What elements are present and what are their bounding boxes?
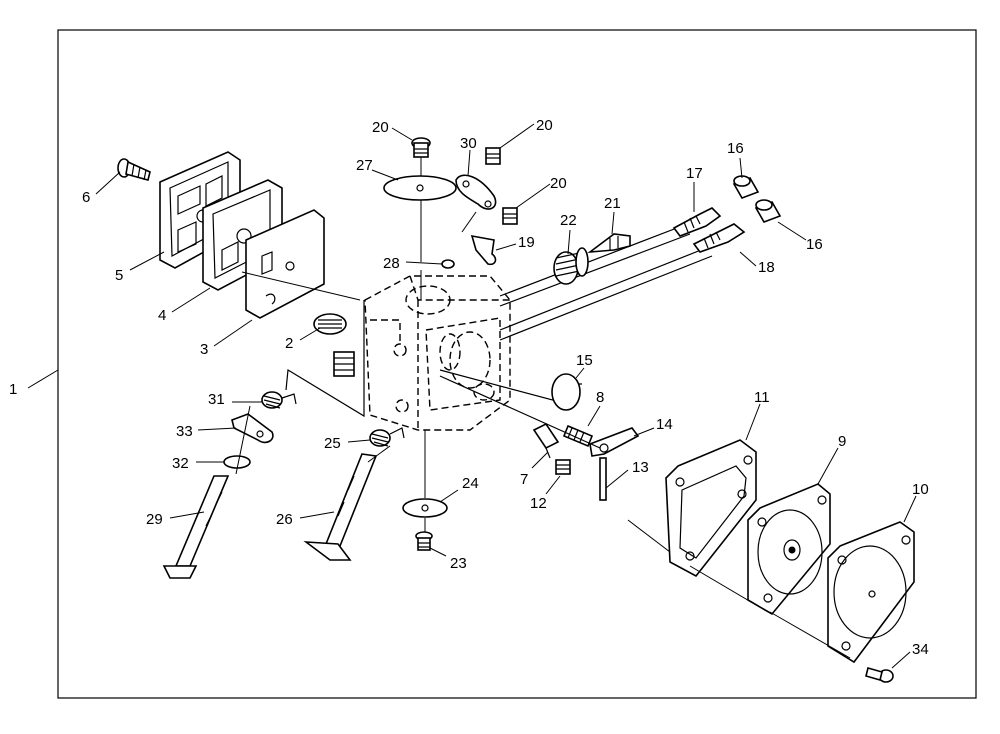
part-34-screw [865,667,894,683]
callout-4: 4 [158,307,166,324]
callout-24: 24 [462,475,479,492]
callout-29: 29 [146,511,163,528]
part-6-screw [117,158,151,181]
callout-28: 28 [383,255,400,272]
part-23-screw [415,531,433,551]
callout-22: 22 [560,212,577,229]
part-18-mixture-screw [692,223,746,253]
callout-9: 9 [838,433,846,450]
part-9-diaphragm [747,483,831,616]
part-15-welch-plug [551,373,581,411]
callout-19: 19 [518,234,535,251]
needle-axis-lower [499,247,707,331]
part-16-limiter-cap-right [754,199,782,223]
callout-7: 7 [520,471,528,488]
callout-25: 25 [324,435,341,452]
assembly-callout: 1 [9,381,17,398]
part-29-choke-shaft [162,475,230,579]
part-7-inlet-needle [532,422,560,459]
part-10-cover [827,521,915,664]
axis-throttle-shaft [367,445,391,463]
callout-10: 10 [912,481,929,498]
callout-23: 23 [450,555,467,572]
callout-30: 30 [460,135,477,152]
part-24-throttle-plate [402,498,448,518]
callout-20-right: 20 [550,175,567,192]
callout-11: 11 [754,389,770,406]
callout-21: 21 [604,195,621,212]
part-12-screw [555,459,571,475]
diaphragm-axis-a [627,519,671,553]
callout-5: 5 [115,267,123,284]
part-30-lever [455,174,497,210]
callout-2: 2 [285,335,293,352]
part-20-screw-mid [485,147,501,165]
diagram-frame [57,29,977,699]
choke-spring-guide [285,300,365,418]
part-13-lever-pin [599,457,607,501]
callout-16-top: 16 [727,140,744,157]
needle-axis-lower-b [499,255,713,341]
axis-30-19 [461,211,477,233]
metering-lever-axis [439,375,601,449]
part-16-limiter-cap-top [732,175,760,199]
diaphragm-axis-b [689,565,769,613]
callout-18: 18 [758,259,775,276]
callout-20-top: 20 [372,119,389,136]
needle-axis-upper-b [499,233,691,307]
part-32-washer [223,455,251,469]
callout-16-right: 16 [806,236,823,253]
part-33-lever [231,413,274,444]
callout-20-mid: 20 [536,117,553,134]
callout-31: 31 [208,391,225,408]
diaphragm-axis-c [769,611,851,659]
callout-33: 33 [176,423,193,440]
part-19-lever [470,234,497,266]
needle-axis-upper [499,225,683,297]
part-20-screw-right [502,207,518,225]
callout-6: 6 [82,189,90,206]
assembly-leader-line [27,369,59,389]
part-11-gasket [665,439,757,578]
carburetor-body [364,275,511,431]
part-22-spring [553,247,589,285]
part-3-diaphragm [245,209,325,319]
part-25-spring [369,427,405,447]
callout-27: 27 [356,157,373,174]
callout-12: 12 [530,495,547,512]
leader-lines [95,123,917,669]
part-2-filter-screen [313,313,347,335]
part-14-metering-lever [589,427,640,457]
part-28-clip [441,259,455,269]
axis-choke-shaft [235,405,251,475]
callout-26: 26 [276,511,293,528]
part-26-throttle-shaft [303,453,378,561]
cover-alignment-line [241,271,361,301]
part-27-throttle-plate [383,175,457,201]
callout-13: 13 [632,459,649,476]
callout-32: 32 [172,455,189,472]
callout-17: 17 [686,165,703,182]
callout-3: 3 [200,341,208,358]
part-21-needle [587,233,631,254]
callout-34: 34 [912,641,929,658]
callout-15: 15 [576,352,593,369]
callout-14: 14 [656,416,673,433]
part-20-screw-top [411,137,431,158]
callout-8: 8 [596,389,604,406]
part-31-spring [261,391,297,409]
fitting-nipple [333,351,355,377]
part-17-mixture-screw [672,207,722,237]
